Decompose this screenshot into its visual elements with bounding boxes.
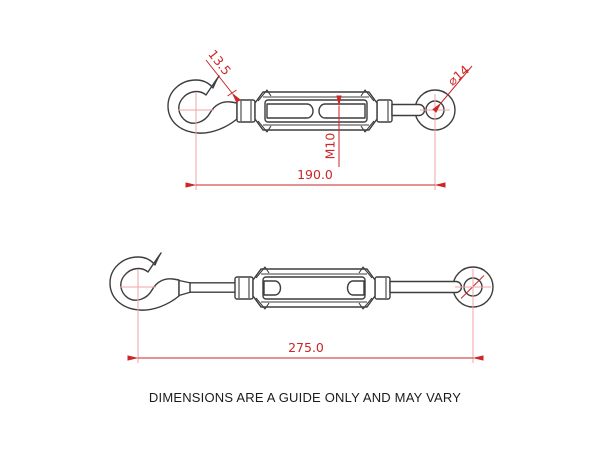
hook-rod-taper	[178, 279, 192, 297]
turnbuckle-body	[234, 266, 391, 310]
dim-closed-length-label: 190.0	[297, 167, 333, 182]
dim-hook-opening-label: 13.5	[205, 47, 234, 78]
dim-thread-size: M10	[323, 95, 342, 167]
eye-rod	[389, 280, 463, 294]
dim-extended-length: 275.0	[127, 340, 484, 361]
right-rod-stub	[346, 280, 365, 296]
bottom-centerlines	[120, 269, 491, 363]
eye-rod	[391, 103, 426, 117]
dim-eye-diameter: ⌀14	[432, 62, 473, 113]
hook-left	[109, 252, 180, 311]
left-rod-stub	[263, 280, 282, 296]
dim-thread-size-label: M10	[323, 133, 338, 160]
left-rod	[189, 282, 237, 293]
dim-eye-diameter-label: ⌀14	[445, 62, 473, 89]
dim-closed-length: 190.0	[185, 167, 446, 188]
hook-left	[167, 75, 238, 134]
bottom-view-extended-turnbuckle: 275.0	[109, 252, 494, 363]
left-rod-end	[266, 103, 314, 119]
disclaimer-text: DIMENSIONS ARE A GUIDE ONLY AND MAY VARY	[148, 390, 462, 405]
top-view-closed-turnbuckle: 13.5 ⌀14 M10 190.0	[167, 47, 473, 190]
right-rod-end	[318, 103, 366, 119]
turnbuckle-body	[236, 89, 393, 133]
dim-extended-length-label: 275.0	[288, 340, 324, 355]
